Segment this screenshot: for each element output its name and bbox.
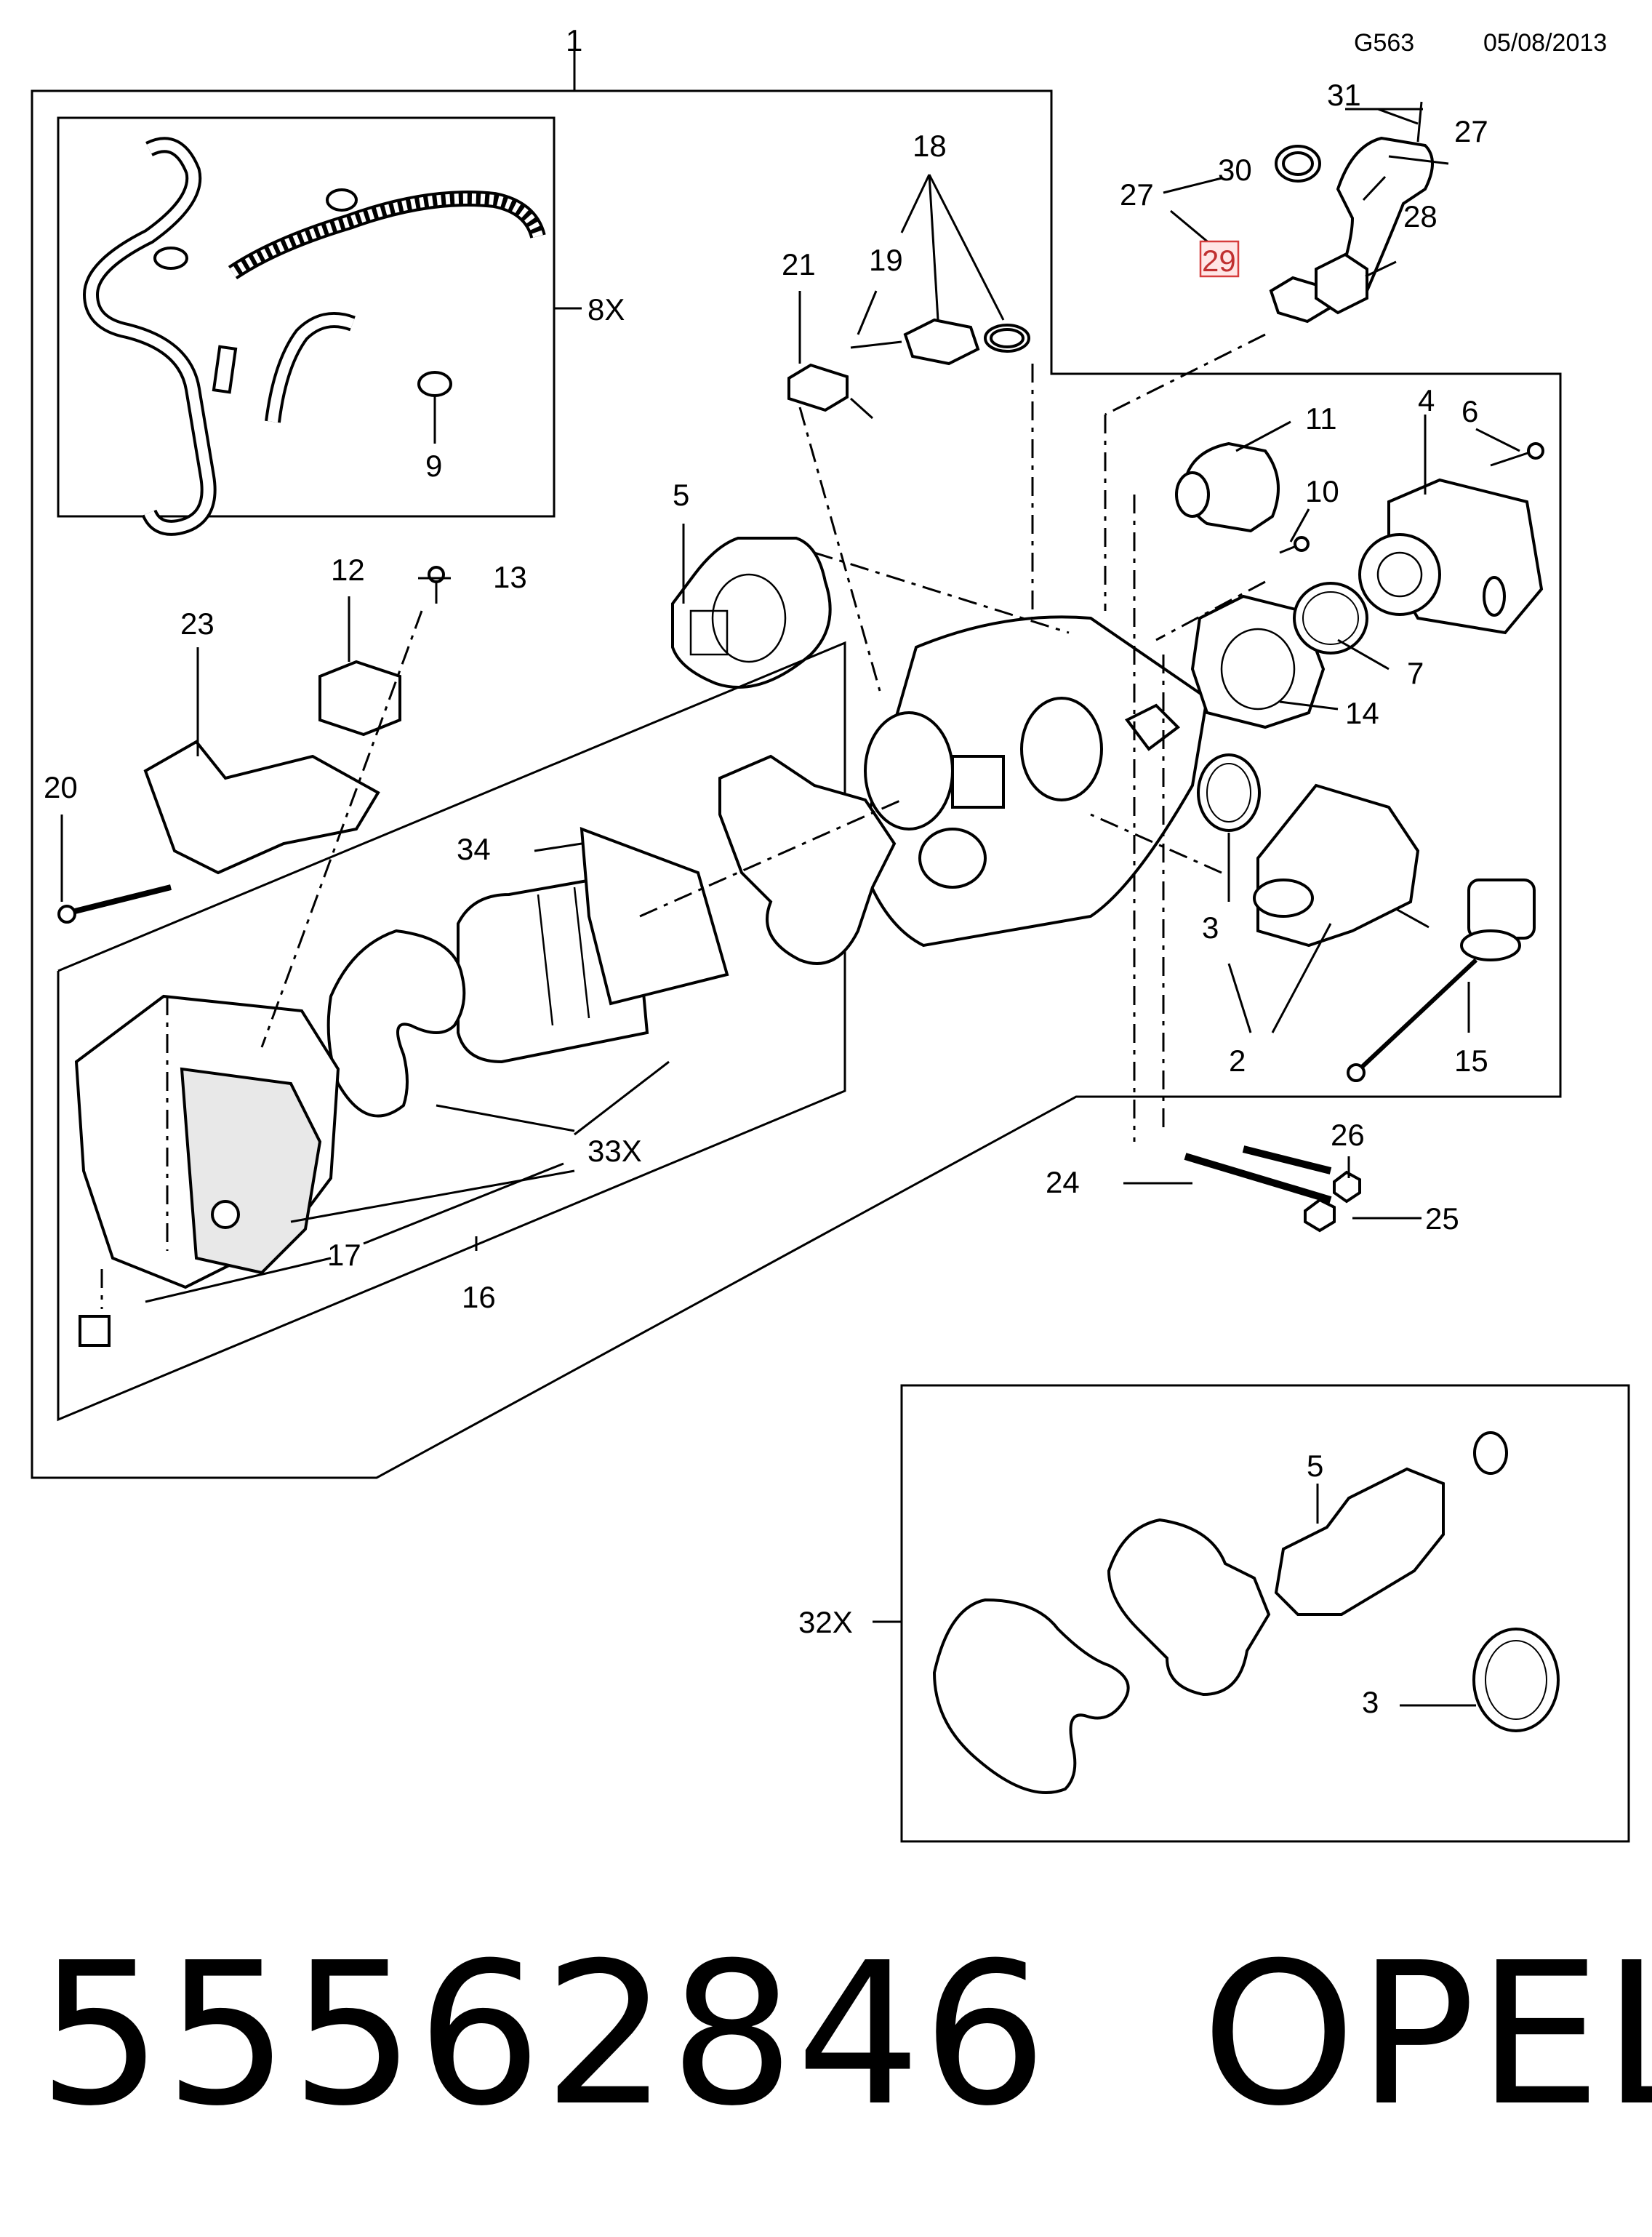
callout-9[interactable]: 9 — [425, 449, 442, 483]
callout-23[interactable]: 23 — [180, 607, 214, 641]
callout-33x[interactable]: 33X — [588, 1134, 642, 1168]
callout-32x[interactable]: 32X — [798, 1605, 853, 1639]
callout-8x[interactable]: 8X — [588, 292, 625, 327]
gasket-33x-a — [326, 929, 466, 1118]
callout-18[interactable]: 18 — [913, 129, 947, 163]
cooler-34 — [457, 827, 729, 1064]
gasket-5 — [671, 537, 832, 689]
sensor-12 — [318, 660, 401, 737]
callout-12[interactable]: 12 — [331, 553, 365, 587]
brand-name: OPEL — [1201, 1920, 1652, 2149]
outlet-2 — [1197, 753, 1430, 948]
callout-20[interactable]: 20 — [44, 770, 78, 804]
diagram-date: 05/08/2013 — [1483, 29, 1607, 57]
callout-11[interactable]: 11 — [1305, 401, 1337, 436]
gasket-33x-b — [718, 754, 897, 965]
callout-30[interactable]: 30 — [1218, 153, 1252, 187]
bolt-13 — [428, 566, 445, 604]
part-number: 55562846 — [38, 1920, 1049, 2149]
bolts-upper — [1279, 442, 1544, 554]
callout-10[interactable]: 10 — [1305, 474, 1339, 508]
callout-6[interactable]: 6 — [1461, 394, 1478, 428]
callout-3-main[interactable]: 3 — [1202, 911, 1219, 945]
callout-29[interactable]: 29 — [1202, 244, 1236, 278]
callout-26[interactable]: 26 — [1331, 1118, 1365, 1152]
bolts-lower — [1184, 1145, 1361, 1233]
callout-28[interactable]: 28 — [1403, 199, 1438, 233]
sensors-top — [787, 318, 1030, 420]
callout-19[interactable]: 19 — [869, 243, 903, 277]
callout-15[interactable]: 15 — [1454, 1044, 1488, 1078]
egr-valve-16 — [74, 994, 340, 1347]
callout-14[interactable]: 14 — [1345, 696, 1379, 730]
callout-17[interactable]: 17 — [327, 1238, 361, 1272]
callout-2[interactable]: 2 — [1229, 1044, 1246, 1078]
cooler-box — [57, 641, 846, 1422]
diagram-code: G563 — [1354, 29, 1414, 57]
callout-4[interactable]: 4 — [1418, 383, 1435, 417]
actuator-15 — [1347, 879, 1536, 1082]
callout-27-right[interactable]: 27 — [1454, 114, 1488, 148]
hose-kit-box — [57, 116, 582, 536]
callout-31[interactable]: 31 — [1327, 78, 1361, 112]
thermostat-housing-4 — [1358, 478, 1544, 635]
o-ring-7 — [1293, 582, 1368, 655]
gasket-14 — [1190, 594, 1326, 729]
pipe-assembly-27 — [1269, 108, 1434, 324]
main-housing — [856, 615, 1209, 948]
callout-7[interactable]: 7 — [1407, 656, 1424, 690]
callout-5-kit[interactable]: 5 — [1307, 1449, 1323, 1483]
callout-27-left[interactable]: 27 — [1120, 177, 1154, 212]
footer-caption: 55562846 OPEL — [38, 1920, 1652, 2149]
callout-25[interactable]: 25 — [1425, 1201, 1459, 1236]
callout-21[interactable]: 21 — [782, 247, 816, 281]
callout-24[interactable]: 24 — [1046, 1165, 1080, 1199]
callout-5-main[interactable]: 5 — [673, 478, 689, 512]
bolt-20 — [57, 884, 172, 924]
highlight-box-29 — [1199, 240, 1240, 278]
assembly-outline — [31, 51, 1562, 1479]
callout-34[interactable]: 34 — [457, 832, 491, 866]
bracket-23 — [143, 740, 380, 875]
service-kit-box — [873, 1384, 1630, 1843]
callout-1[interactable]: 1 — [566, 23, 582, 57]
thermostat-11 — [1175, 441, 1280, 533]
callout-13[interactable]: 13 — [493, 560, 527, 594]
callout-3-kit[interactable]: 3 — [1362, 1685, 1379, 1719]
callout-16[interactable]: 16 — [462, 1280, 496, 1314]
